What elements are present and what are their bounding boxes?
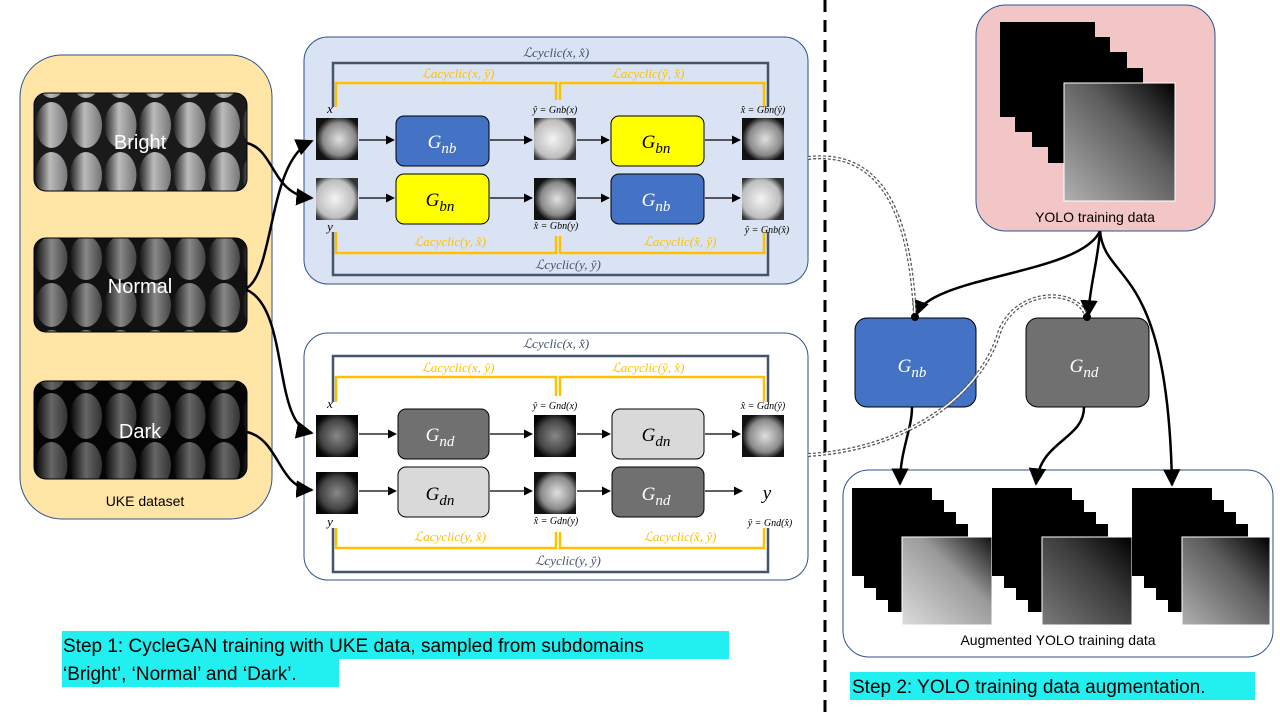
loss-acyclic-y-xhat-top: ℒacyclic(y, x̂) xyxy=(414,234,486,249)
output-y-bottom: y xyxy=(761,483,772,504)
img-xhat-bottom xyxy=(742,415,784,457)
generator-nb-step2: Gnb xyxy=(854,317,977,408)
yolo-training-label: YOLO training data xyxy=(1035,209,1155,225)
svg-text:Gnd: Gnd xyxy=(426,425,455,450)
loss-acyclic-xhat-yhat-bottom: ℒacyclic(x̂, ŷ) xyxy=(644,529,717,544)
augmented-yolo-panel: Augmented YOLO training data xyxy=(842,469,1274,658)
img-xhat-top xyxy=(742,118,784,160)
svg-text:Gdn: Gdn xyxy=(642,425,671,450)
dark-label: Dark xyxy=(119,421,162,443)
loss-cyclic-y-top: ℒcyclic(y, ŷ) xyxy=(535,257,601,272)
generator-nb-top2: Gnb xyxy=(610,173,705,225)
svg-text:Step 2: YOLO training data aug: Step 2: YOLO training data augmentation. xyxy=(852,677,1206,698)
loss-acyclic-yhat-xhat-top: ℒacyclic(ŷ, x̂) xyxy=(612,66,685,81)
eq-xhat-bottom-row2: x̂ = Gdn(y) xyxy=(533,516,579,527)
dark-thumbnails: Dark xyxy=(33,380,248,480)
svg-text:Gnd: Gnd xyxy=(642,484,671,509)
img-yhat-bottom xyxy=(534,415,576,457)
dataset-arrows xyxy=(246,139,314,498)
generator-nd-step2: Gnd xyxy=(1025,317,1150,408)
svg-text:Gnb: Gnb xyxy=(428,132,457,157)
generator-bn-top2: Gbn xyxy=(395,173,490,225)
augmented-yolo-label: Augmented YOLO training data xyxy=(960,632,1155,648)
img-yhat-top xyxy=(534,118,576,160)
eq-xhat-bottom-top: x̂ = Gbn(y) xyxy=(533,221,579,232)
eq-xhat-top: x̂ = Gbn(ŷ) xyxy=(740,105,786,116)
var-x-bottom: x xyxy=(326,396,333,411)
loss-cyclic-x-top: ℒcyclic(x, x̂) xyxy=(523,45,589,60)
var-y-top: y xyxy=(325,219,333,234)
cyclegan-block-dark: ℒcyclic(x, x̂) ℒacyclic(x, ŷ) ℒacyclic(… xyxy=(303,332,809,581)
img-xhat2-bottom xyxy=(534,472,576,514)
svg-text:Step 1: CycleGAN training with: Step 1: CycleGAN training with UKE data,… xyxy=(63,636,644,657)
eq-yhat-bottom-row2: ŷ = Gnd(x̂) xyxy=(747,518,793,529)
model-transfer-connectors xyxy=(807,155,1091,457)
svg-text:Gnd: Gnd xyxy=(1070,356,1099,381)
step1-caption: Step 1: CycleGAN training with UKE data,… xyxy=(62,631,729,687)
bright-thumbnails: Bright xyxy=(33,92,248,192)
loss-acyclic-yhat-xhat-bottom: ℒacyclic(ŷ, x̂) xyxy=(612,360,685,375)
eq-yhat-bottom: ŷ = Gnd(x) xyxy=(532,401,578,412)
svg-text:Gbn: Gbn xyxy=(642,132,671,157)
img-x-top xyxy=(316,118,358,160)
eq-xhat-bottom: x̂ = Gdn(ŷ) xyxy=(740,401,786,412)
cyclegan-block-bright: ℒcyclic(x, x̂) ℒacyclic(x, ŷ) ℒacyclic(… xyxy=(303,36,809,285)
var-y-bottom: y xyxy=(325,514,333,529)
normal-thumbnails: Normal xyxy=(33,237,248,333)
loss-acyclic-y-xhat-bottom: ℒacyclic(y, x̂) xyxy=(414,529,486,544)
eq-yhat-top: ŷ = Gnb(x) xyxy=(532,105,578,116)
generator-nb-top1: Gnb xyxy=(395,115,490,167)
img-yhat2-top xyxy=(742,178,784,220)
generator-nd-bottom2: Gnd xyxy=(611,466,705,518)
img-y-bottom xyxy=(316,472,358,514)
img-xhat2-top xyxy=(534,178,576,220)
generator-bn-top1: Gbn xyxy=(610,115,705,167)
generator-dn-bottom1: Gdn xyxy=(611,408,705,460)
var-x-top: x xyxy=(326,101,333,116)
img-y-top xyxy=(316,178,358,220)
svg-text:‘Bright’, ‘Normal’ and ‘Dark’.: ‘Bright’, ‘Normal’ and ‘Dark’. xyxy=(63,664,297,685)
generator-dn-bottom2: Gdn xyxy=(397,466,490,518)
yolo-training-panel: YOLO training data xyxy=(975,4,1216,232)
normal-label: Normal xyxy=(108,276,172,298)
loss-acyclic-x-yhat-top: ℒacyclic(x, ŷ) xyxy=(422,66,495,81)
uke-dataset-panel: Bright Normal Dark UKE dataset xyxy=(19,54,273,520)
loss-cyclic-x-bottom: ℒcyclic(x, x̂) xyxy=(523,336,589,351)
svg-text:Gdn: Gdn xyxy=(426,484,455,509)
img-x-bottom xyxy=(316,415,358,457)
svg-text:Gbn: Gbn xyxy=(426,190,455,215)
step2-caption: Step 2: YOLO training data augmentation. xyxy=(850,672,1255,700)
loss-acyclic-xhat-yhat-top: ℒacyclic(x̂, ŷ) xyxy=(644,234,717,249)
svg-text:Gnb: Gnb xyxy=(898,356,927,381)
generator-nd-bottom1: Gnd xyxy=(397,408,490,460)
loss-cyclic-y-bottom: ℒcyclic(y, ŷ) xyxy=(535,553,601,568)
bright-label: Bright xyxy=(114,132,167,154)
uke-dataset-caption: UKE dataset xyxy=(106,493,185,509)
step2-arrows xyxy=(891,230,1181,487)
svg-text:Gnb: Gnb xyxy=(642,190,671,215)
loss-acyclic-x-yhat-bottom: ℒacyclic(x, ŷ) xyxy=(422,360,495,375)
eq-yhat-bottom-top: ŷ = Gnb(x̂) xyxy=(744,225,790,236)
